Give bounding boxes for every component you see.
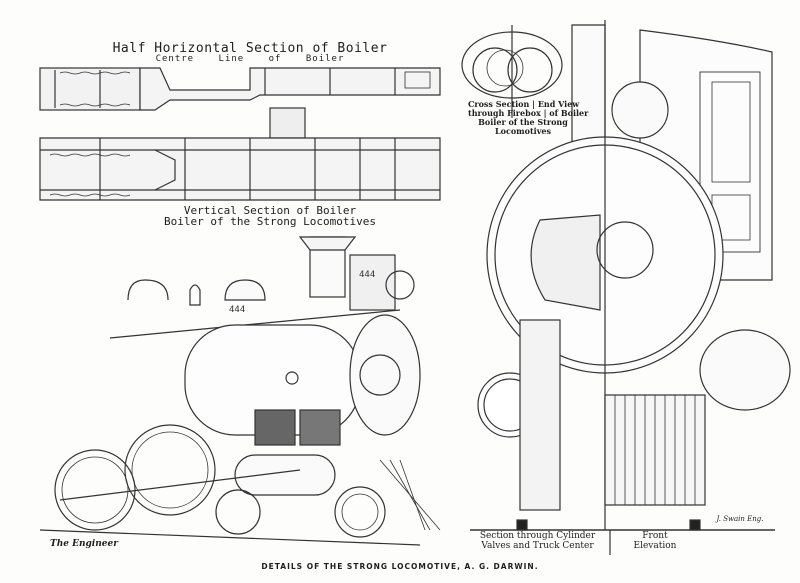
- cross-section-line-1: Cross Section | End View: [468, 99, 580, 109]
- vertical-boiler-section: [39, 107, 441, 201]
- front-elevation: [470, 20, 791, 555]
- cross-section-line-4: Locomotives: [495, 126, 551, 136]
- locomotive-side-view: [39, 236, 441, 546]
- plate-caption: DETAILS OF THE STRONG LOCOMOTIVE, A. G. …: [261, 562, 539, 571]
- cross-section-line-3: Boiler of the Strong: [478, 117, 568, 127]
- cylinder-caption-line-1: Section through Cylinder: [479, 531, 596, 541]
- cross-section-line-2: through Firebox | of Boiler: [468, 108, 589, 118]
- dome-number: 444: [229, 305, 246, 315]
- headlamp-number: 444: [359, 270, 376, 280]
- front-elevation-caption: Front Elevation: [615, 531, 695, 551]
- vertical-section-title: Vertical Section of Boiler: [183, 204, 357, 217]
- engraver-signature: J. Swain Eng.: [716, 515, 764, 523]
- front-caption-line-2: Elevation: [633, 541, 677, 551]
- cross-section-label: Cross Section | End View through Firebox…: [468, 99, 589, 136]
- cross-section-diagram: [461, 25, 563, 118]
- vertical-section-subtitle: Boiler of the Strong Locomotives: [164, 215, 376, 228]
- centre-line-label: Centre Line of Boiler: [155, 54, 345, 64]
- front-caption-line-1: Front: [642, 531, 668, 541]
- horizontal-boiler-section: [39, 67, 441, 111]
- cylinder-caption-line-2: Valves and Truck Center: [481, 541, 594, 551]
- cylinder-section-caption: Section through Cylinder Valves and Truc…: [470, 531, 605, 551]
- publisher-mark: The Engineer: [50, 539, 118, 549]
- horizontal-section-title: Half Horizontal Section of Boiler: [112, 41, 388, 56]
